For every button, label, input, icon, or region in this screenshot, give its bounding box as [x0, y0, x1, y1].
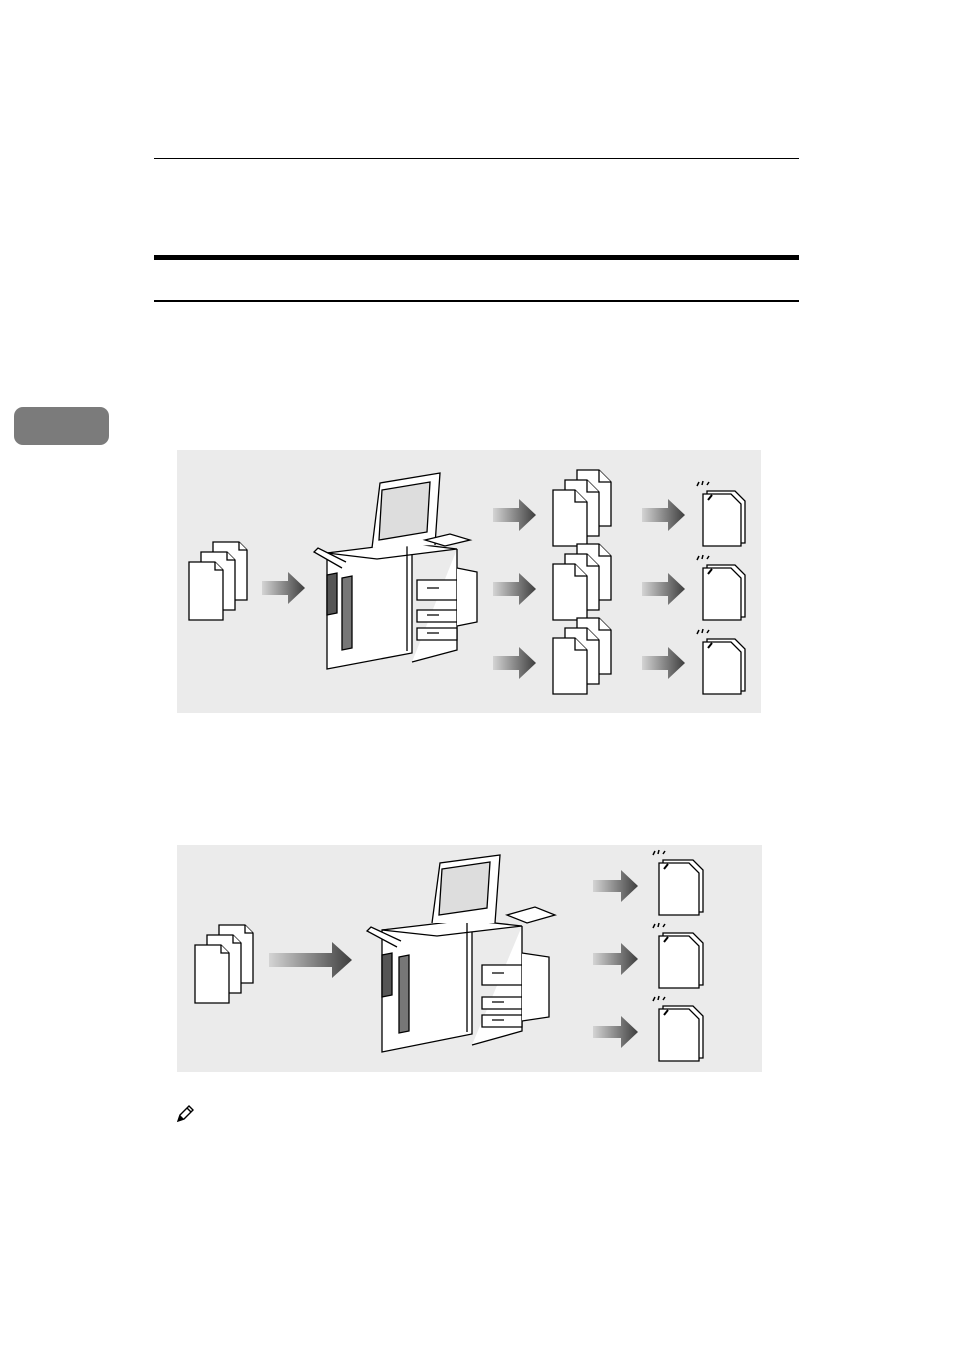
- copy-set-icon: [553, 544, 611, 620]
- stack-row-3: [593, 996, 703, 1061]
- chapter-tab: [14, 407, 109, 445]
- copy-set-icon: [553, 470, 611, 546]
- stapled-sheet-icon: [653, 923, 703, 988]
- arrow-icon: [493, 573, 536, 605]
- sort-row-3: [493, 618, 745, 694]
- arrow-icon: [593, 870, 638, 902]
- arrow-icon: [642, 499, 685, 531]
- stapled-sheet-icon: [653, 996, 703, 1061]
- arrow-icon: [593, 943, 638, 975]
- section-rule-thick: [154, 255, 799, 260]
- arrow-icon: [262, 572, 305, 604]
- sort-row-2: [493, 544, 745, 620]
- copier-icon: [314, 473, 477, 669]
- stapled-sheet-icon: [697, 629, 745, 694]
- copy-set-icon: [553, 618, 611, 694]
- arrow-icon: [493, 647, 536, 679]
- arrow-icon: [642, 647, 685, 679]
- sort-diagram: [177, 450, 761, 713]
- sort-row-1: [493, 470, 745, 546]
- pencil-icon: [175, 1104, 195, 1124]
- arrow-icon: [269, 942, 352, 978]
- stapled-sheet-icon: [697, 481, 745, 546]
- arrow-icon: [593, 1016, 638, 1048]
- copier-icon: [367, 855, 555, 1052]
- arrow-icon: [493, 499, 536, 531]
- section-rule-thin: [154, 300, 799, 302]
- arrow-icon: [642, 573, 685, 605]
- stack-row-1: [593, 850, 703, 915]
- header-rule: [154, 158, 799, 159]
- stack-diagram: [177, 845, 762, 1072]
- stack-row-2: [593, 923, 703, 988]
- original-stack-icon: [195, 925, 253, 1003]
- stapled-sheet-icon: [653, 850, 703, 915]
- original-stack-icon: [189, 542, 247, 620]
- stapled-sheet-icon: [697, 555, 745, 620]
